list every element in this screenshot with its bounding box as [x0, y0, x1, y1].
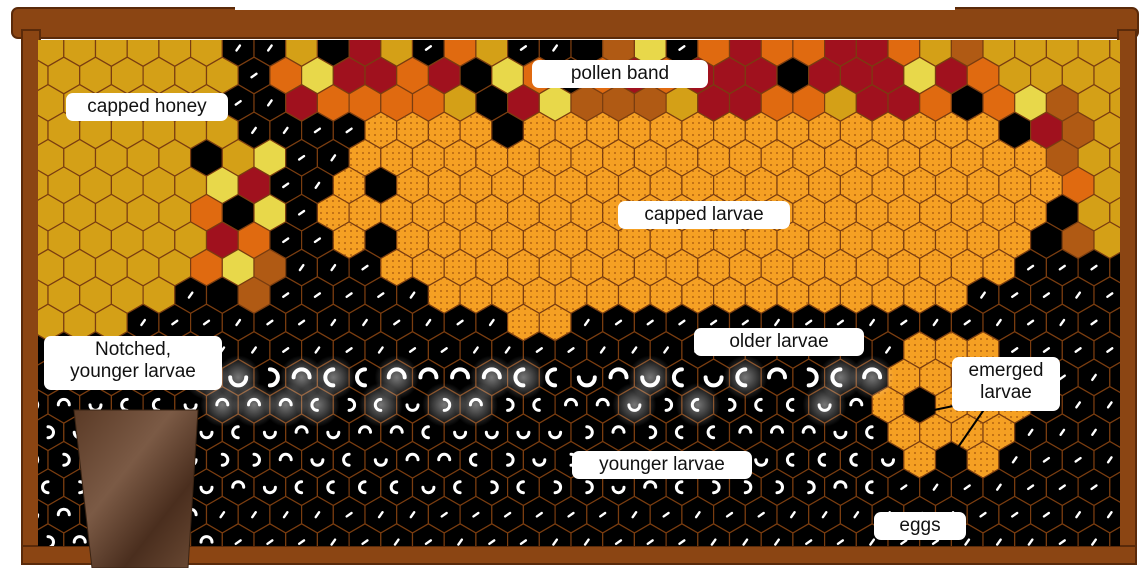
- egg: [1140, 293, 1143, 298]
- frame-top-bar: [12, 8, 1138, 38]
- egg: [1139, 458, 1144, 461]
- comb-cell: [1142, 30, 1148, 67]
- notch-cutout: [74, 410, 198, 568]
- notched-line-1: Notched,: [54, 339, 212, 361]
- frame-right-bar: [1118, 30, 1136, 558]
- larva-glow: [803, 383, 847, 427]
- comb-cell: [1142, 469, 1148, 506]
- larva-glow: [723, 355, 767, 399]
- egg: [1139, 513, 1144, 516]
- larva-glow: [676, 383, 720, 427]
- larva-glow: [850, 355, 894, 399]
- comb-cell: [1142, 524, 1148, 561]
- emerged-line-2: larvae: [962, 382, 1050, 404]
- comb-cell: [1142, 304, 1148, 341]
- comb-cell: [1142, 359, 1148, 396]
- label-eggs: eggs: [874, 512, 966, 540]
- larva-glow: [612, 383, 656, 427]
- comb-cell: [1142, 85, 1148, 122]
- label-emerged-larvae: emerged larvae: [952, 357, 1060, 411]
- larva-glow: [501, 355, 545, 399]
- emerged-line-1: emerged: [962, 360, 1050, 382]
- comb-cell: [1142, 249, 1148, 286]
- larva: [11, 482, 17, 493]
- larva-glow: [359, 383, 403, 427]
- larva: [11, 542, 22, 548]
- label-notched-younger-larvae: Notched, younger larvae: [44, 336, 222, 390]
- label-pollen-band: pollen band: [532, 60, 708, 88]
- comb-cell: [1142, 414, 1148, 451]
- larva-glow: [454, 383, 498, 427]
- label-younger-larvae: younger larvae: [572, 451, 752, 479]
- egg: [1139, 403, 1144, 406]
- larva-glow: [295, 383, 339, 427]
- larva: [11, 427, 22, 433]
- egg: [15, 375, 18, 380]
- label-capped-honey: capped honey: [66, 93, 228, 121]
- label-older-larvae: older larvae: [694, 328, 864, 356]
- notched-line-2: younger larvae: [54, 361, 212, 383]
- comb-cell: [1142, 194, 1148, 231]
- egg: [1139, 348, 1144, 351]
- label-capped-larvae: capped larvae: [618, 201, 790, 229]
- comb-cell: [1142, 140, 1148, 177]
- frame-left-bar: [22, 30, 40, 558]
- frame-top-slot: [235, 0, 955, 10]
